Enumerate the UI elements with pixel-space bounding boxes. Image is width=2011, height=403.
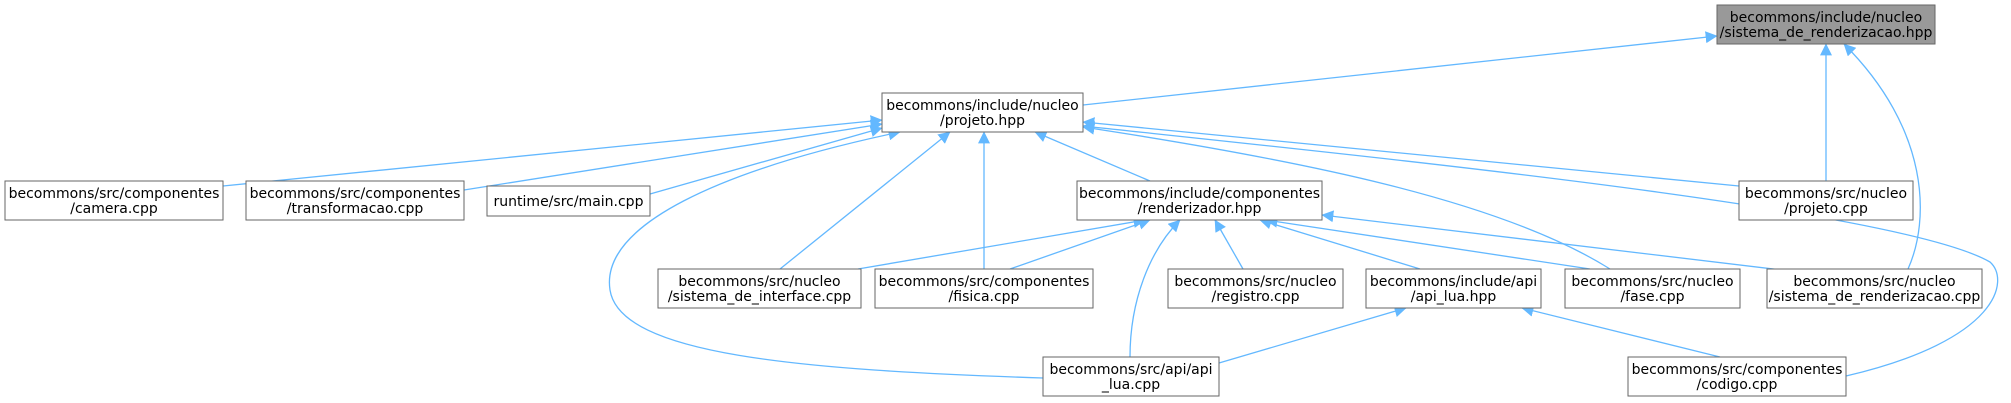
edge-registro_cpp-to-renderizador_hpp [1214, 219, 1244, 270]
node-box [1564, 268, 1741, 309]
edge-interface_cpp-to-renderizador_hpp [857, 216, 1146, 270]
edge-sistema_cpp-to-renderizador_hpp [1321, 210, 1791, 272]
node-label-line: /sistema_de_interface.cpp [668, 289, 851, 305]
node-box [1365, 268, 1542, 309]
node-label-line: becommons/src/componentes [9, 186, 220, 202]
edge-codigo_cpp-to-api_lua_hpp [1521, 304, 1721, 358]
node-box [874, 268, 1094, 309]
edge-fisica_cpp-to-renderizador_hpp [1009, 218, 1151, 270]
node-api-lua-cpp[interactable]: becommons/src/api/api_lua.cpp [1042, 356, 1220, 397]
edge-fase_cpp-to-projeto_hpp [1082, 122, 1611, 270]
node-label-line: becommons/src/nucleo [1174, 274, 1336, 290]
node-box [1627, 356, 1847, 397]
node-label-line: becommons/src/api/api [1049, 362, 1212, 378]
edge-sistema_cpp-to-sistema_hpp [1843, 43, 1921, 270]
edge-renderizador_hpp-to-projeto_hpp [1034, 130, 1151, 182]
node-fisica-cpp[interactable]: becommons/src/componentes/fisica.cpp [874, 268, 1094, 309]
node-label-line: becommons/src/nucleo [678, 274, 840, 290]
node-box [486, 185, 651, 217]
node-label-line: becommons/src/componentes [1632, 362, 1843, 378]
node-camera-cpp[interactable]: becommons/src/componentes/camera.cpp [4, 180, 224, 221]
node-label-line: /transformacao.cpp [287, 201, 424, 217]
node-api-lua-hpp[interactable]: becommons/include/api/api_lua.hpp [1365, 268, 1542, 309]
edge-main_cpp-to-projeto_hpp [649, 125, 883, 195]
node-label-line: becommons/include/nucleo [886, 98, 1078, 114]
node-label-line: /api_lua.hpp [1411, 289, 1497, 305]
node-label-line: becommons/include/api [1370, 274, 1537, 290]
edge-fase_cpp-to-renderizador_hpp [1265, 215, 1591, 270]
node-label-line: /renderizador.hpp [1138, 201, 1262, 217]
node-label-line: /fisica.cpp [949, 289, 1020, 305]
node-box [1167, 268, 1344, 309]
node-box [657, 268, 862, 309]
node-projeto-cpp[interactable]: becommons/src/nucleo/projeto.cpp [1738, 180, 1914, 221]
node-label-line: /projeto.cpp [1784, 201, 1868, 217]
node-label-line: becommons/include/componentes [1079, 186, 1320, 202]
node-label-line: /sistema_de_renderizacao.cpp [1769, 289, 1981, 305]
node-label-line: becommons/src/nucleo [1793, 274, 1955, 290]
nodes-layer: becommons/include/nucleo/sistema_de_rend… [4, 4, 1983, 397]
node-label-line: /camera.cpp [70, 201, 158, 217]
node-box [245, 180, 465, 221]
node-label-line: becommons/src/nucleo [1571, 274, 1733, 290]
node-label-line: /registro.cpp [1211, 289, 1299, 305]
edge-projeto_cpp-to-projeto_hpp [1082, 117, 1740, 187]
node-renderizador-hpp[interactable]: becommons/include/componentes/renderizad… [1076, 180, 1323, 221]
edge-api_lua_cpp-to-api_lua_hpp [1218, 305, 1407, 364]
node-box [4, 180, 224, 221]
node-box [881, 92, 1084, 133]
node-transformacao-cpp[interactable]: becommons/src/componentes/transformacao.… [245, 180, 465, 221]
node-box [1042, 356, 1220, 397]
node-label-line: /sistema_de_renderizacao.hpp [1720, 25, 1933, 41]
node-label-line: becommons/src/componentes [879, 274, 1090, 290]
node-codigo-cpp[interactable]: becommons/src/componentes/codigo.cpp [1627, 356, 1847, 397]
edge-camera_cpp-to-projeto_hpp [222, 115, 883, 187]
node-main-cpp[interactable]: runtime/src/main.cpp [486, 185, 651, 217]
edge-api_lua_cpp-to-projeto_hpp [608, 128, 1044, 379]
edge-projeto_hpp-to-sistema_hpp [1082, 31, 1718, 106]
edge-transformacao_cpp-to-projeto_hpp [463, 119, 883, 191]
edge-api_lua_cpp-to-renderizador_hpp [1129, 219, 1181, 358]
node-box [1738, 180, 1914, 221]
node-sistema-cpp[interactable]: becommons/src/nucleo/sistema_de_renderiz… [1766, 268, 1983, 309]
node-label-line: _lua.cpp [1101, 377, 1160, 393]
node-label-line: runtime/src/main.cpp [494, 194, 644, 210]
node-projeto-hpp[interactable]: becommons/include/nucleo/projeto.hpp [881, 92, 1084, 133]
node-label-line: becommons/src/componentes [250, 186, 461, 202]
edge-api_lua_hpp-to-renderizador_hpp [1259, 217, 1421, 270]
node-interface-cpp[interactable]: becommons/src/nucleo/sistema_de_interfac… [657, 268, 862, 309]
node-box [1716, 4, 1936, 45]
node-label-line: becommons/src/nucleo [1745, 186, 1907, 202]
node-sistema-hpp[interactable]: becommons/include/nucleo/sistema_de_rend… [1716, 4, 1936, 45]
edges-layer [222, 31, 1999, 379]
edge-interface_cpp-to-projeto_hpp [779, 131, 951, 270]
node-label-line: becommons/include/nucleo [1730, 10, 1922, 26]
node-label-line: /fase.cpp [1620, 289, 1684, 305]
edge-codigo_cpp-to-projeto_hpp [1082, 121, 1999, 377]
node-fase-cpp[interactable]: becommons/src/nucleo/fase.cpp [1564, 268, 1741, 309]
node-box [1076, 180, 1323, 221]
node-registro-cpp[interactable]: becommons/src/nucleo/registro.cpp [1167, 268, 1344, 309]
node-label-line: /codigo.cpp [1697, 377, 1778, 393]
node-box [1766, 268, 1983, 309]
node-label-line: /projeto.hpp [940, 113, 1025, 129]
